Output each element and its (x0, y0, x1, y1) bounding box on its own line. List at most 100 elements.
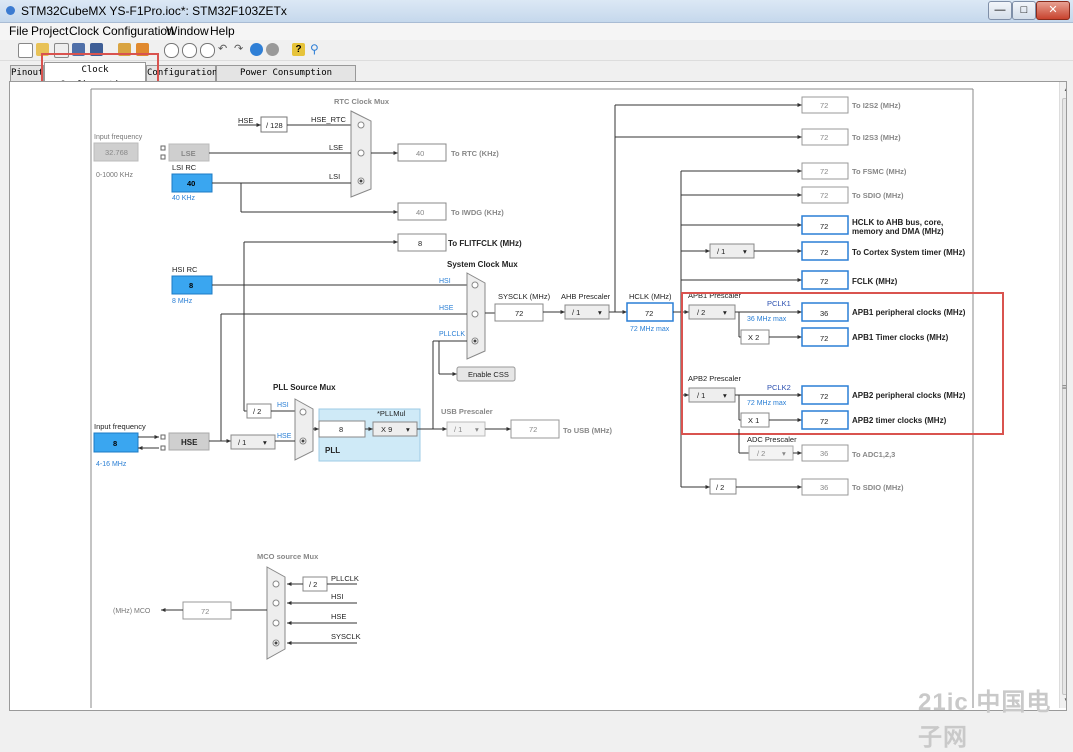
usb-prescaler-select[interactable] (446, 421, 486, 437)
refresh-icon[interactable] (250, 43, 263, 56)
lse-box-label: LSE (181, 149, 196, 158)
hsi-freq: 8 MHz (172, 298, 193, 305)
to-rtc-label: To RTC (KHz) (451, 149, 499, 158)
lse-input-field[interactable] (93, 142, 139, 162)
hclk-ahb-value: 72 (820, 222, 828, 231)
apb2-prescaler-select[interactable] (688, 387, 736, 403)
menu-clock-configuration[interactable]: Clock Configuration (69, 24, 174, 38)
apb1-timer-output-box (801, 327, 849, 347)
app-icon (6, 6, 15, 15)
adc-prescaler-value: / 2 (757, 449, 765, 458)
hse-prediv-chevron-down-icon: ▾ (263, 438, 267, 447)
save-icon[interactable] (72, 43, 85, 56)
hclk-label: HCLK (MHz) (629, 292, 672, 301)
scroll-down-icon[interactable]: ▼ (1060, 694, 1066, 708)
apb2-prescaler-label: APB2 Prescaler (688, 374, 741, 383)
menu-project[interactable]: Project (31, 24, 69, 38)
sdio2-div: / 2 (716, 483, 724, 492)
rtc-mux-label: RTC Clock Mux (334, 97, 390, 106)
open-folder-icon[interactable] (36, 43, 49, 56)
pclk2-max: 72 MHz max (747, 400, 787, 407)
pllmul-select[interactable] (372, 421, 418, 437)
pll-div2-value: / 2 (253, 407, 261, 416)
mco-sysclk-label: SYSCLK (331, 632, 361, 641)
scroll-thumb[interactable] (1062, 98, 1066, 695)
mco-div2-value: / 2 (309, 580, 317, 589)
pll-mux-hsi: HSI (277, 402, 289, 409)
new-file-icon[interactable] (18, 43, 33, 58)
maximize-button[interactable]: □ (1012, 1, 1036, 20)
usb-output-box (510, 419, 560, 439)
apb2-periph-output-box (801, 385, 849, 405)
document-icon[interactable] (54, 43, 69, 58)
hse-prediv-select[interactable] (230, 434, 276, 450)
sdio-output-box (801, 186, 849, 204)
ahb-prescaler-label: AHB Prescaler (561, 292, 611, 301)
menu-window[interactable]: Window (166, 24, 209, 38)
ahb-chevron-down-icon: ▾ (598, 308, 602, 317)
scroll-grip-icon: ≡ (1062, 382, 1067, 392)
generate-code-icon[interactable] (118, 43, 131, 56)
tab-pinout[interactable]: Pinout (10, 65, 44, 81)
hclk-ahb-label-2: memory and DMA (MHz) (852, 227, 944, 236)
mco-mux-label: MCO source Mux (257, 552, 319, 561)
zoom-in-icon[interactable] (164, 43, 179, 58)
apb2-timer-value: 72 (820, 417, 828, 426)
menu-file[interactable]: File (9, 24, 29, 38)
pll-mux-hse: HSE (277, 433, 292, 440)
vertical-scrollbar[interactable]: ▲ ≡ ▼ (1059, 82, 1067, 708)
zoom-fit-icon[interactable] (200, 43, 215, 58)
sysclk-mux-label: System Clock Mux (447, 260, 518, 269)
mco-value: 72 (201, 607, 209, 616)
zoom-out-icon[interactable] (182, 43, 197, 58)
reset-icon[interactable] (266, 43, 279, 56)
sdio2-value: 36 (820, 483, 828, 492)
usb-prescaler-value: / 1 (454, 425, 462, 434)
window-title: STM32CubeMX YS-F1Pro.ioc*: STM32F103ZETx (21, 4, 287, 18)
menu-help[interactable]: Help (210, 24, 235, 38)
tab-clock-configuration[interactable]: Clock Configuration (44, 62, 146, 90)
tab-power-consumption[interactable]: Power Consumption Calculator (216, 65, 356, 93)
lse-range: 0-1000 KHz (96, 172, 133, 179)
apb1-prescaler-select[interactable] (688, 304, 736, 320)
enable-css-button[interactable] (456, 366, 516, 382)
help-icon[interactable]: ? (292, 43, 305, 56)
pll-source-mux-label: PLL Source Mux (273, 383, 336, 392)
fclk-label: FCLK (MHz) (852, 277, 898, 286)
apb1-timer-label: APB1 Timer clocks (MHz) (852, 333, 949, 342)
save-as-icon[interactable] (90, 43, 103, 56)
about-icon[interactable]: ⚲ (310, 42, 319, 56)
to-iwdg-label: To IWDG (KHz) (451, 208, 504, 217)
fclk-output-box (801, 270, 849, 290)
hse-prediv-value: / 1 (238, 438, 246, 447)
close-button[interactable]: ✕ (1036, 1, 1070, 20)
adc-prescaler-select[interactable] (748, 445, 794, 461)
hclk-ahb-output-box (801, 215, 849, 235)
pll-source-mux[interactable] (294, 398, 314, 461)
cortex-chevron-down-icon: ▾ (743, 247, 747, 256)
hse-input-value: 8 (113, 439, 117, 448)
apb1-prescaler-value: / 2 (697, 308, 705, 317)
tab-configuration[interactable]: Configuration (146, 65, 217, 81)
apb2-periph-label: APB2 peripheral clocks (MHz) (852, 391, 966, 400)
apb1-chevron-down-icon: ▾ (723, 308, 727, 317)
clock-tree-diagram: RTC Clock Mux HSE / 128 HSE_RTC 40 To RT… (90, 88, 1004, 708)
hse-rtc-label: HSE_RTC (311, 115, 346, 124)
undo-icon[interactable]: ↶ (218, 43, 228, 55)
fsmc-output-box (801, 162, 849, 180)
rtc-hse-label: HSE (238, 116, 253, 125)
lse-input-value: 32.768 (105, 148, 128, 157)
hclk-max: 72 MHz max (630, 326, 670, 333)
div128-value: / 128 (266, 121, 283, 130)
apb1-prescaler-label: APB1 Prescaler (688, 291, 741, 300)
hse-input-field[interactable] (93, 432, 139, 453)
flitf-output-box (397, 233, 447, 252)
mco-source-mux[interactable] (266, 566, 286, 660)
apb-highlight-box (681, 292, 1004, 435)
redo-icon[interactable]: ↷ (234, 43, 244, 55)
minimize-button[interactable]: — (988, 1, 1012, 20)
scroll-up-icon[interactable]: ▲ (1060, 82, 1066, 96)
mco-hse-label: HSE (331, 612, 346, 621)
cortex-label: To Cortex System timer (MHz) (852, 248, 966, 257)
report-icon[interactable] (136, 43, 149, 56)
